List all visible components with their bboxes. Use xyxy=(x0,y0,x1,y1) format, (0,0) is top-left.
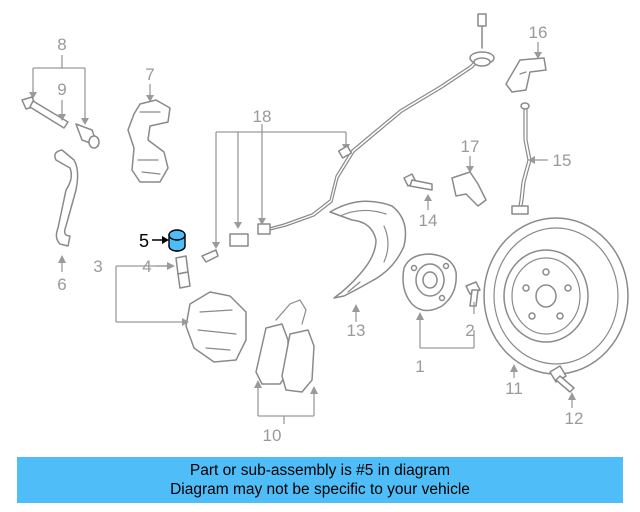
part-7-caliper-bracket xyxy=(127,84,171,183)
part-17-abs-sensor xyxy=(451,156,487,207)
callout-8: 8 xyxy=(57,35,66,54)
callout-9: 9 xyxy=(57,80,66,99)
callout-11: 11 xyxy=(505,379,523,398)
part-2-bolt xyxy=(465,281,481,314)
callout-7: 7 xyxy=(145,65,154,84)
part-15-sensor-wire xyxy=(511,102,548,215)
callout-4: 4 xyxy=(142,257,151,276)
callout-16: 16 xyxy=(529,23,548,42)
callout-14: 14 xyxy=(419,211,438,230)
part-3-caliper xyxy=(115,265,247,363)
part-1-wheel-hub xyxy=(402,253,475,349)
callout-10: 10 xyxy=(263,426,282,445)
callout-12: 12 xyxy=(565,409,584,428)
banner-line-disclaimer: Diagram may not be specific to your vehi… xyxy=(170,481,470,498)
parts-diagram: 1 2 3 4 5 6 7 8 9 10 11 12 13 14 15 16 1… xyxy=(21,13,629,445)
callout-3: 3 xyxy=(93,257,102,276)
callout-1: 1 xyxy=(415,357,424,376)
part-6-brake-hose xyxy=(54,149,79,272)
info-banner: Part or sub-assembly is #5 in diagram Di… xyxy=(17,457,623,503)
callout-2: 2 xyxy=(465,321,474,340)
part-5-bleeder-cap xyxy=(152,229,186,252)
callout-5: 5 xyxy=(139,231,149,251)
part-8-guide-pin-set xyxy=(21,55,100,149)
part-14-bolt xyxy=(403,173,433,210)
callout-17: 17 xyxy=(461,137,480,156)
callout-6: 6 xyxy=(57,275,66,294)
part-13-splash-shield xyxy=(329,200,407,322)
part-11-brake-rotor xyxy=(483,217,629,378)
callout-18: 18 xyxy=(253,107,272,126)
part-9-pin-lead xyxy=(58,100,66,121)
part-10-brake-pads xyxy=(254,299,318,424)
callout-13: 13 xyxy=(347,321,366,340)
part-18-wiring xyxy=(201,13,495,263)
callout-15: 15 xyxy=(553,151,572,170)
part-12-screw xyxy=(549,365,576,408)
part-4-bleeder-screw xyxy=(156,255,191,289)
part-16-bracket xyxy=(505,42,547,93)
banner-line-part: Part or sub-assembly is #5 in diagram xyxy=(189,462,451,479)
